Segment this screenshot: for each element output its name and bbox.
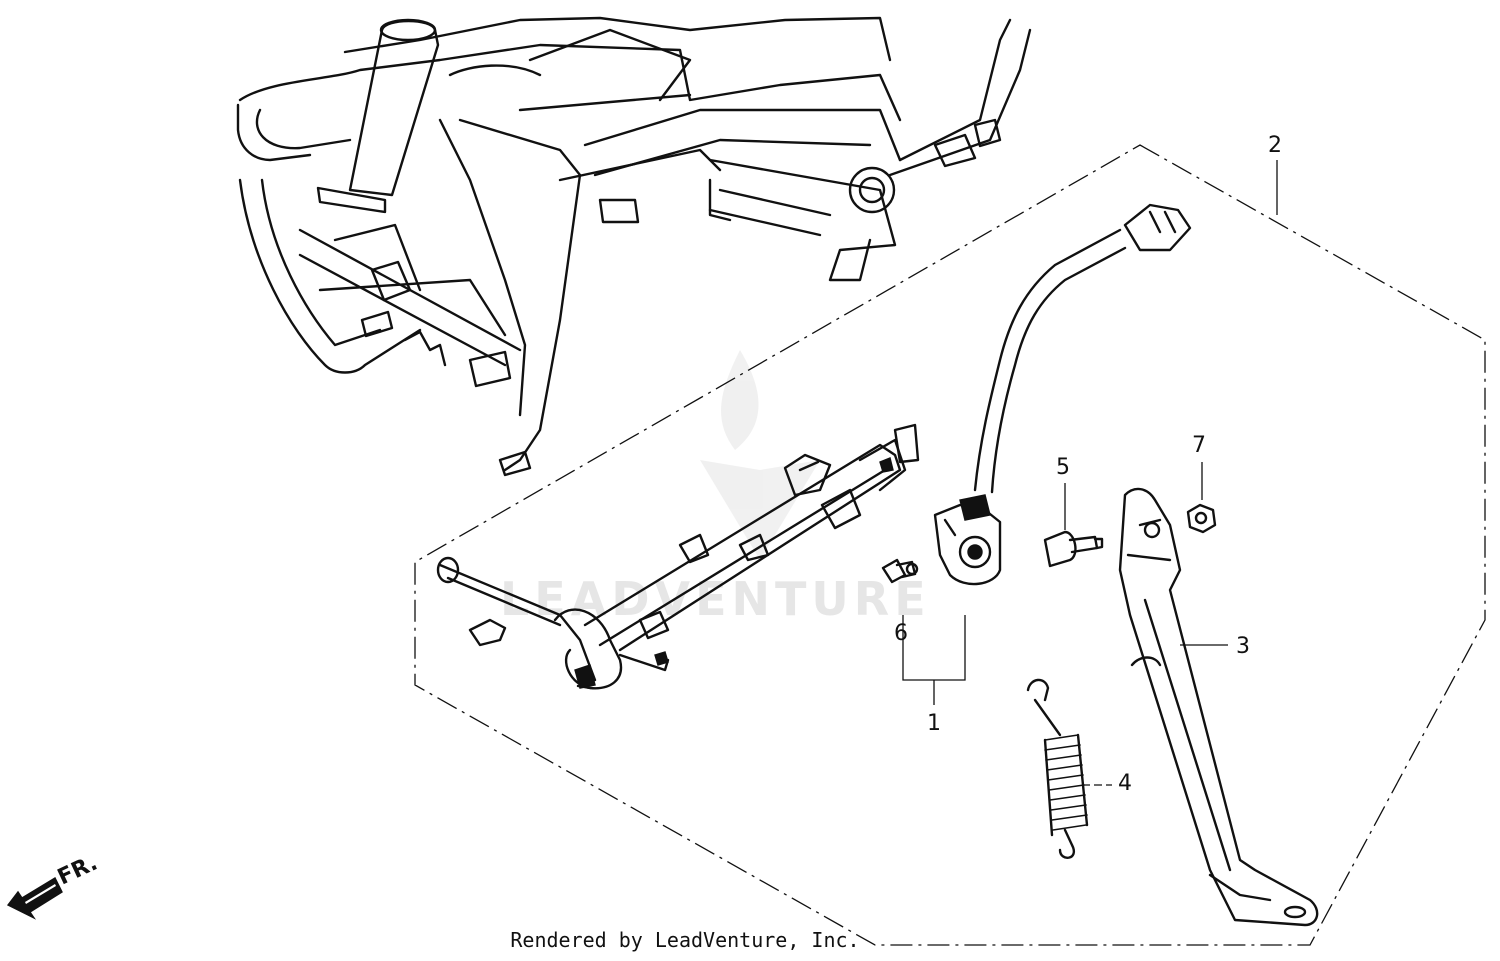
side-stand-3 bbox=[1118, 487, 1319, 927]
front-direction-arrow bbox=[6, 877, 63, 920]
callout-5: 5 bbox=[1056, 455, 1070, 480]
callout-2: 2 bbox=[1268, 133, 1282, 158]
callout-3: 3 bbox=[1236, 634, 1250, 659]
callout-4: 4 bbox=[1118, 771, 1132, 796]
callout-1: 1 bbox=[927, 711, 941, 736]
callout-7: 7 bbox=[1192, 433, 1206, 458]
assembly-boundary bbox=[414, 144, 1486, 946]
direction-label: FR. bbox=[54, 851, 101, 891]
callout-6: 6 bbox=[894, 621, 908, 646]
bolt-6 bbox=[881, 558, 919, 584]
watermark-text: LEADVENTURE bbox=[500, 572, 931, 626]
bolt-5 bbox=[1043, 530, 1104, 568]
leader-lines bbox=[902, 160, 1278, 786]
spring-4 bbox=[1026, 678, 1089, 859]
watermark-logo bbox=[700, 350, 820, 560]
render-credit: Rendered by LeadVenture, Inc. bbox=[510, 928, 860, 952]
side-stand-switch bbox=[933, 203, 1192, 586]
nut-7 bbox=[1186, 503, 1217, 534]
frame-body bbox=[236, 16, 1032, 477]
stand-pipe bbox=[436, 423, 920, 690]
